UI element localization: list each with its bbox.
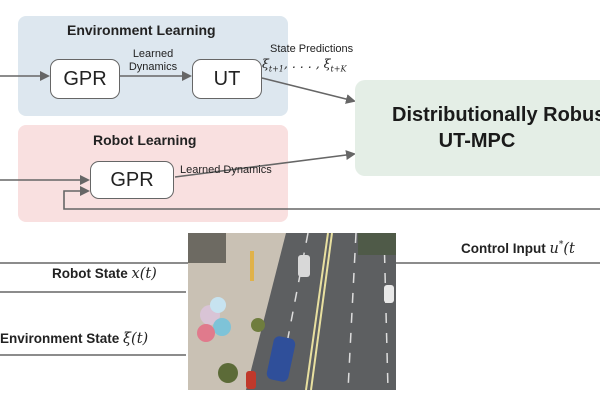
control-input-math: u*(t bbox=[549, 240, 575, 257]
env-gpr-box: GPR bbox=[50, 59, 120, 99]
mpc-feedback-arrow bbox=[63, 186, 600, 210]
environment-state-label: Environment State ξ(t) bbox=[0, 331, 148, 347]
state-predictions-label: State Predictions bbox=[270, 43, 354, 55]
state-predictions-arrow bbox=[261, 77, 356, 104]
robot-state-label: Robot State x(t) bbox=[52, 266, 157, 282]
ut-mpc-controller: Distributionally Robust UT-MPC bbox=[355, 80, 600, 176]
mpc-title-line2: UT-MPC bbox=[438, 130, 516, 152]
control-input-label: Control Input u*(t bbox=[461, 240, 575, 257]
robot-state-math: x(t) bbox=[131, 266, 157, 282]
env-learned-label-line1: Learned bbox=[132, 48, 174, 60]
state-predictions-math: ξt+1, . . . , ξt+K bbox=[262, 56, 347, 74]
control-input-text: Control Input bbox=[461, 240, 546, 256]
driving-scene-image bbox=[188, 233, 396, 390]
environment-learning-title: Environment Learning bbox=[67, 22, 216, 38]
environment-state-text: Environment State bbox=[0, 331, 120, 346]
robot-state-text: Robot State bbox=[52, 266, 128, 281]
robot-learned-dynamics-label: Learned Dynamics bbox=[180, 164, 272, 176]
env-learned-dynamics-label: Learned Dynamics bbox=[123, 48, 183, 74]
environment-state-math: ξ(t) bbox=[123, 331, 149, 347]
driving-scene-drawing bbox=[188, 233, 396, 390]
mpc-title-line1: Distributionally Robust bbox=[392, 104, 600, 126]
ut-box: UT bbox=[192, 59, 262, 99]
robot-learning-title: Robot Learning bbox=[93, 132, 197, 148]
robot-dynamics-arrow bbox=[174, 150, 356, 178]
robot-gpr-box: GPR bbox=[90, 161, 174, 199]
env-learned-label-line2: Dynamics bbox=[128, 61, 178, 73]
